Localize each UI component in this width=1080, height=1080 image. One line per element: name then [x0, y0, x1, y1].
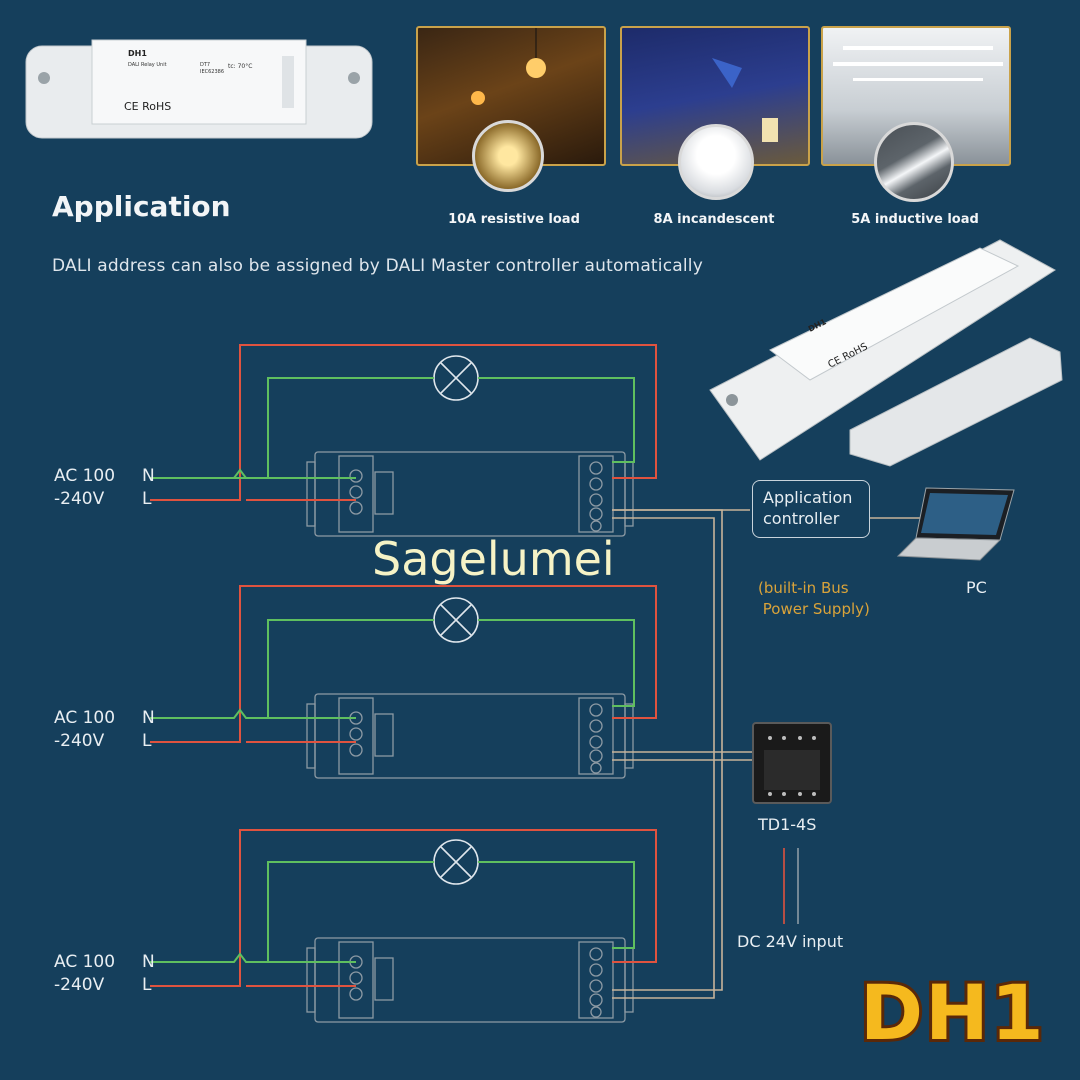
device-type-text: DT7	[200, 62, 210, 68]
bus-power-note: (built-in Bus Power Supply)	[758, 579, 870, 618]
watermark-text: Sagelumei	[372, 532, 615, 586]
td1-4s-label: TD1-4S	[758, 815, 817, 834]
device-name-text: DALI Relay Unit	[128, 62, 167, 68]
app-controller-line2: controller	[763, 509, 840, 528]
tube-light-icon	[874, 122, 954, 202]
laptop-icon	[896, 487, 1015, 561]
dali-bus	[612, 509, 922, 999]
device-tc-text: tc: 70°C	[228, 63, 252, 70]
caption-incandescent: 8A incandescent	[653, 212, 775, 227]
product-image-angled: DH1 CE RoHS	[709, 239, 1063, 467]
circuit-3	[150, 829, 657, 1023]
device-model-text: DH1	[128, 49, 147, 58]
td1-4s-panel	[752, 722, 832, 804]
mains-label-3: AC 100-240V	[54, 952, 116, 995]
mains-label-1: AC 100-240V	[54, 466, 116, 509]
dc-input-label: DC 24V input	[737, 932, 844, 951]
bulb-icon-led	[678, 124, 754, 200]
caption-resistive: 10A resistive load	[448, 212, 580, 227]
mains-label-2: AC 100-240V	[54, 708, 116, 751]
app-controller-line1: Application	[763, 488, 853, 507]
bulb-icon-edison	[472, 120, 544, 192]
product-image-top: DH1 DALI Relay Unit DT7 IEC62386 tc: 70°…	[25, 39, 373, 139]
section-heading: Application	[52, 190, 231, 223]
model-badge: DH1	[857, 965, 1047, 1060]
section-subtext: DALI address can also be assigned by DAL…	[52, 256, 703, 276]
pc-label: PC	[966, 578, 987, 597]
caption-inductive: 5A inductive load	[851, 212, 979, 227]
circuit-1	[150, 344, 657, 537]
circuit-2	[150, 585, 657, 779]
device-standard-text: IEC62386	[200, 69, 224, 75]
device-marks-text: CE RoHS	[124, 100, 171, 113]
application-controller-box: Application controller	[752, 480, 870, 538]
